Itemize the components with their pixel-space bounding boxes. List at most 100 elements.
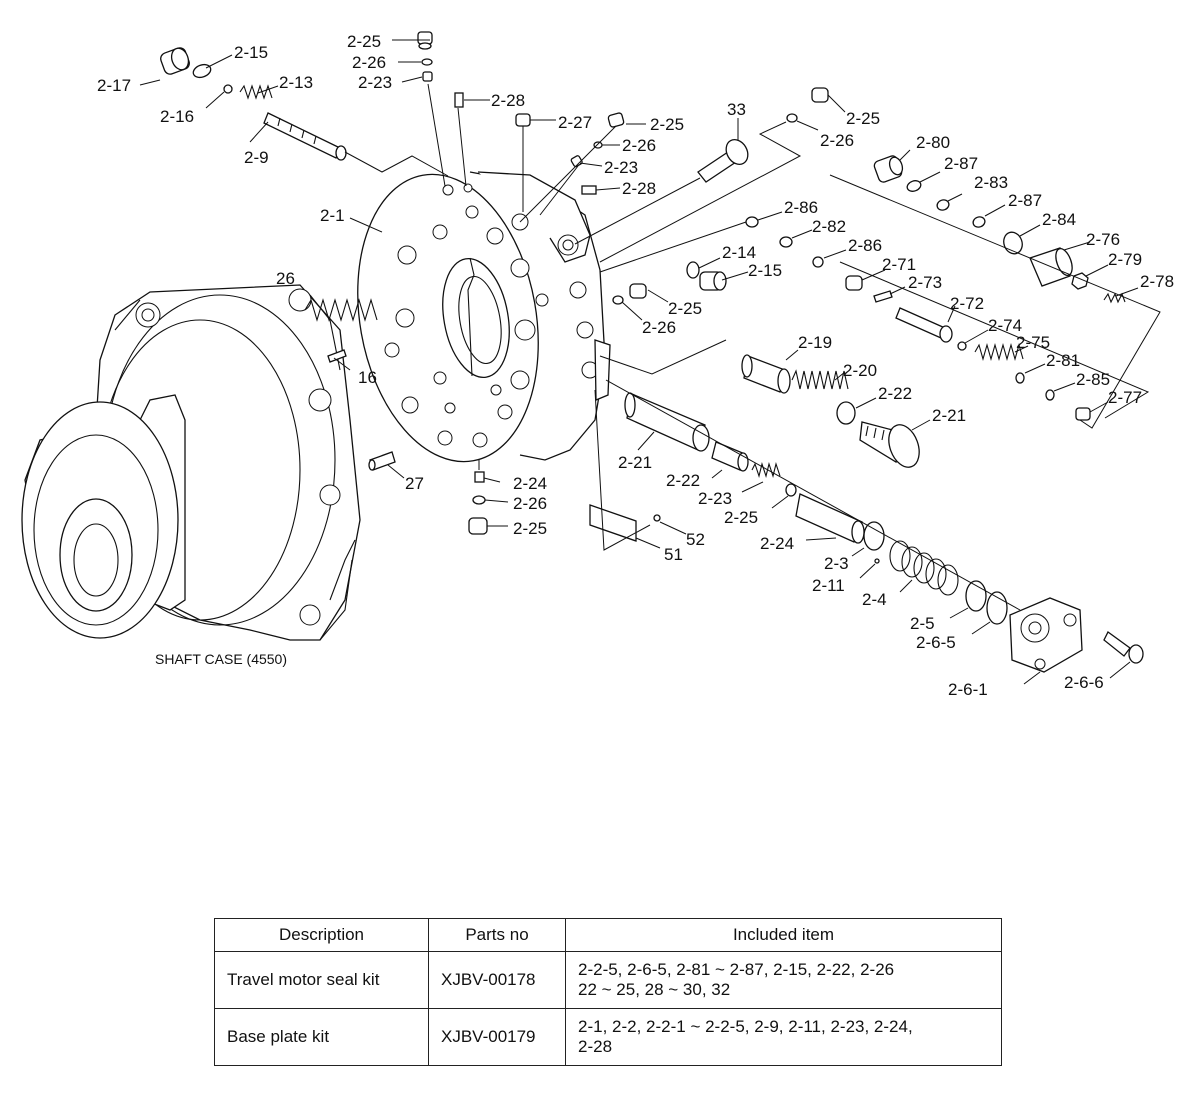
part-2-9-spool (263, 112, 347, 161)
part-2-15-oring (192, 63, 212, 79)
label-52: 52 (686, 530, 705, 549)
label-2-77: 2-77 (1108, 388, 1142, 407)
label-2-76: 2-76 (1086, 230, 1120, 249)
label-2-26: 2-26 (622, 136, 656, 155)
label-2-72: 2-72 (950, 294, 984, 313)
label-2-15: 2-15 (234, 43, 268, 62)
part-2-86-oring-a (745, 216, 759, 228)
part-2-71-plug (845, 275, 863, 291)
part-2-24-piston (795, 493, 865, 544)
label-2-80: 2-80 (916, 133, 950, 152)
label-2-86: 2-86 (784, 198, 818, 217)
included-line-2: 2-28 (578, 1037, 613, 1056)
label-2-25: 2-25 (513, 519, 547, 538)
label-2-26: 2-26 (513, 494, 547, 513)
label-2-26: 2-26 (820, 131, 854, 150)
leader-lines (139, 39, 1161, 685)
label-2-23: 2-23 (604, 158, 638, 177)
part-27-pin (368, 451, 396, 471)
part-2-22-sleeve (711, 441, 749, 472)
label-2-6-1: 2-6-1 (948, 680, 988, 699)
label-2-23: 2-23 (698, 489, 732, 508)
label-2-26: 2-26 (352, 53, 386, 72)
label-2-73: 2-73 (908, 273, 942, 292)
label-2-87: 2-87 (1008, 191, 1042, 210)
part-2-21-plug-a (859, 421, 920, 468)
label-2-15: 2-15 (748, 261, 782, 280)
part-2-26-oring-d (612, 295, 624, 305)
label-2-71: 2-71 (882, 255, 916, 274)
label-2-24: 2-24 (513, 474, 547, 493)
kit-table: Description Parts no Included item Trave… (214, 918, 1002, 1066)
part-2-19-sleeve (741, 354, 791, 394)
label-2-28: 2-28 (622, 179, 656, 198)
shaft-case-label: SHAFT CASE (4550) (155, 651, 287, 667)
part-2-74-ball (957, 341, 967, 351)
part-2-25-ring (785, 483, 797, 497)
part-2-25-plug-top (417, 31, 433, 50)
included-line-1: 2-1, 2-2, 2-2-1 ~ 2-2-5, 2-9, 2-11, 2-23… (578, 1017, 913, 1036)
cell-description: Travel motor seal kit (214, 951, 429, 1009)
label-2-26: 2-26 (642, 318, 676, 337)
label-16: 16 (358, 368, 377, 387)
table-row: Base plate kit XJBV-00179 2-1, 2-2, 2-2-… (214, 1008, 1002, 1066)
part-2-22-oring-a (836, 401, 856, 425)
label-2-21: 2-21 (932, 406, 966, 425)
part-2-27-plug (515, 113, 531, 136)
part-2-75-spring (974, 342, 1024, 362)
part-2-73-pin (873, 290, 893, 303)
label-2-6-6: 2-6-6 (1064, 673, 1104, 692)
label-2-85: 2-85 (1076, 370, 1110, 389)
label-2-22: 2-22 (666, 471, 700, 490)
part-26-spring (304, 298, 378, 322)
cell-included-item: 2-1, 2-2, 2-2-1 ~ 2-2-5, 2-9, 2-11, 2-23… (565, 1008, 1002, 1066)
label-2-21: 2-21 (618, 453, 652, 472)
part-2-13-spring (239, 84, 273, 100)
shaft-case (21, 284, 361, 641)
label-2-25: 2-25 (668, 299, 702, 318)
header-parts-no: Parts no (428, 918, 566, 952)
label-2-11: 2-11 (812, 576, 845, 595)
part-2-82-oring (779, 236, 793, 248)
part-2-78-setscrew (1103, 292, 1126, 304)
part-2-6-1-cover (1009, 597, 1083, 673)
cell-parts-no: XJBV-00179 (428, 1008, 566, 1066)
label-2-79: 2-79 (1108, 250, 1142, 269)
part-2-25-plug-d (629, 283, 647, 299)
part-2-87-oring-b (972, 216, 986, 228)
part-2-14-oring (686, 261, 700, 279)
label-2-86: 2-86 (848, 236, 882, 255)
label-2-16: 2-16 (160, 107, 194, 126)
label-2-13: 2-13 (279, 73, 313, 92)
part-2-24-plug (474, 471, 485, 483)
part-2-84-oring (1003, 231, 1023, 255)
part-2-28-setscrew-a (454, 92, 464, 108)
part-2-11-ball (874, 558, 880, 564)
table-row: Travel motor seal kit XJBV-00178 2-2-5, … (214, 951, 1002, 1009)
part-2-83-oring (936, 199, 950, 211)
label-2-24: 2-24 (760, 534, 794, 553)
label-2-22: 2-22 (878, 384, 912, 403)
label-27: 27 (405, 474, 424, 493)
label-2-83: 2-83 (974, 173, 1008, 192)
part-16-pin (327, 349, 347, 363)
header-included-item: Included item (565, 918, 1002, 952)
label-2-75: 2-75 (1016, 333, 1050, 352)
part-2-16-ball (223, 84, 233, 94)
header-description: Description (214, 918, 429, 952)
label-2-81: 2-81 (1046, 351, 1080, 370)
part-52-rivet (653, 514, 661, 522)
part-2-25-plug-c (811, 87, 829, 103)
included-line-2: 22 ~ 25, 28 ~ 30, 32 (578, 980, 731, 999)
cell-parts-no: XJBV-00178 (428, 951, 566, 1009)
cell-description: Base plate kit (214, 1008, 429, 1066)
part-2-26-oring-top (421, 58, 433, 66)
label-2-84: 2-84 (1042, 210, 1076, 229)
label-2-27: 2-27 (558, 113, 592, 132)
part-2-80-plug (873, 155, 904, 183)
part-2-86-oring-b (812, 256, 824, 268)
label-2-20: 2-20 (843, 361, 877, 380)
part-2-23-spring (751, 462, 781, 478)
label-2-14: 2-14 (722, 243, 756, 262)
part-2-26-oring-e (472, 495, 486, 505)
